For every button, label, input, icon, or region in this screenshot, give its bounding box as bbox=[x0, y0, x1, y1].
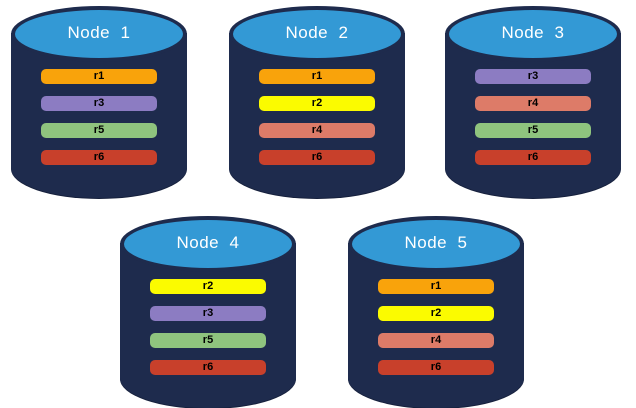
node-cylinder-2: Node 2 r1 r2 r4 r6 bbox=[229, 6, 405, 198]
node-cylinder-3: Node 3 r3 r4 r5 r6 bbox=[445, 6, 621, 198]
replica-list: r1 r2 r4 r6 bbox=[378, 279, 494, 387]
replica-bar: r6 bbox=[41, 150, 157, 165]
replica-bar: r4 bbox=[475, 96, 591, 111]
replica-bar: r1 bbox=[41, 69, 157, 84]
node-cylinder-4: Node 4 r2 r3 r5 r6 bbox=[120, 216, 296, 408]
cylinder-top: Node 4 bbox=[120, 216, 296, 272]
replica-bar: r5 bbox=[41, 123, 157, 138]
replica-bar: r5 bbox=[150, 333, 266, 348]
replica-bar: r3 bbox=[150, 306, 266, 321]
replica-bar: r6 bbox=[475, 150, 591, 165]
replica-list: r1 r3 r5 r6 bbox=[41, 69, 157, 177]
node-cylinder-5: Node 5 r1 r2 r4 r6 bbox=[348, 216, 524, 408]
node-title: Node 5 bbox=[404, 233, 468, 252]
replica-bar: r1 bbox=[259, 69, 375, 84]
node-title: Node 3 bbox=[501, 23, 565, 42]
replica-bar: r2 bbox=[150, 279, 266, 294]
node-title: Node 2 bbox=[285, 23, 349, 42]
replica-bar: r6 bbox=[150, 360, 266, 375]
cylinder-top: Node 2 bbox=[229, 6, 405, 62]
cylinder-top: Node 3 bbox=[445, 6, 621, 62]
replica-bar: r4 bbox=[259, 123, 375, 138]
cylinder-top: Node 1 bbox=[11, 6, 187, 62]
replica-list: r1 r2 r4 r6 bbox=[259, 69, 375, 177]
replica-bar: r5 bbox=[475, 123, 591, 138]
replica-bar: r4 bbox=[378, 333, 494, 348]
node-cylinder-1: Node 1 r1 r3 r5 r6 bbox=[11, 6, 187, 198]
replica-bar: r3 bbox=[475, 69, 591, 84]
replica-list: r3 r4 r5 r6 bbox=[475, 69, 591, 177]
replica-bar: r3 bbox=[41, 96, 157, 111]
cylinder-top: Node 5 bbox=[348, 216, 524, 272]
replica-bar: r6 bbox=[378, 360, 494, 375]
replica-list: r2 r3 r5 r6 bbox=[150, 279, 266, 387]
replica-bar: r2 bbox=[259, 96, 375, 111]
replica-bar: r2 bbox=[378, 306, 494, 321]
node-title: Node 1 bbox=[67, 23, 131, 42]
replica-bar: r6 bbox=[259, 150, 375, 165]
replica-bar: r1 bbox=[378, 279, 494, 294]
node-title: Node 4 bbox=[176, 233, 240, 252]
